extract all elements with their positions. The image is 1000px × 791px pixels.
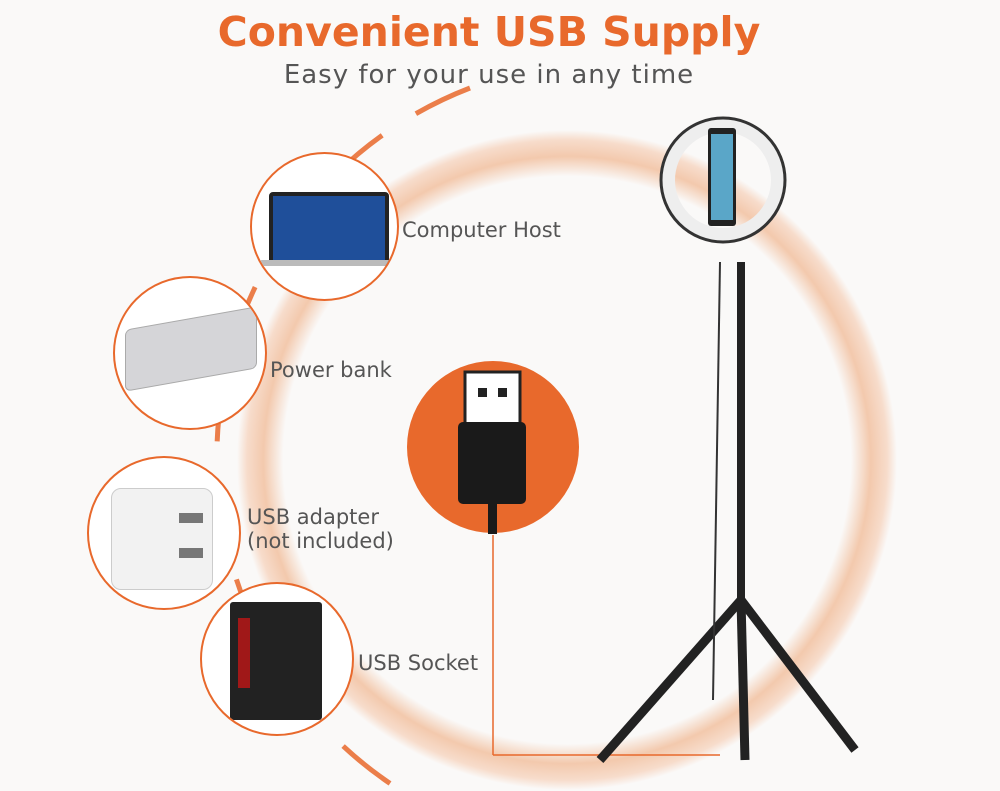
page-subtitle: Easy for your use in any time [283, 60, 695, 90]
laptop-icon [250, 152, 399, 301]
power-bank-label: Power bank [270, 358, 392, 382]
usb-adapter-icon [87, 456, 241, 610]
ring-light-stand [596, 116, 859, 763]
power-bank-icon [113, 276, 267, 430]
pc-tower-icon [200, 582, 354, 736]
page-title: Convenient USB Supply [217, 8, 761, 56]
computer-host-label: Computer Host [402, 218, 561, 242]
usb-adapter-label: USB adapter [247, 505, 379, 529]
usb-plug-icon [458, 370, 526, 534]
usb-socket-label: USB Socket [358, 651, 479, 675]
usb-adapter-note: (not included) [247, 529, 394, 553]
